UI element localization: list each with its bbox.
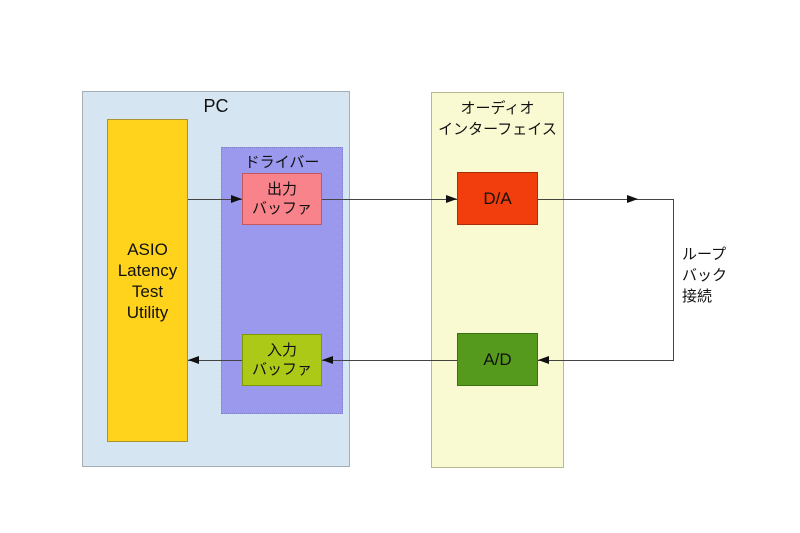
input-buffer-label-line1: 入力: [266, 342, 297, 359]
connector-input-buffer-to-asio: [188, 360, 242, 361]
pc-label: PC: [203, 96, 229, 116]
ad-converter-box: A/D: [457, 333, 538, 386]
connector-da-to-loopback: [538, 199, 674, 200]
connector-loopback-to-ad: [538, 360, 674, 361]
connector-loopback-vertical: [673, 199, 674, 360]
asio-utility-label-line1: ASIO: [127, 239, 168, 259]
output-buffer-label-line2: バッファ: [251, 200, 312, 217]
loopback-label: ループ バック 接続: [682, 244, 727, 307]
asio-utility-label-line3: Test: [131, 281, 164, 301]
loopback-label-line1: ループ: [682, 246, 727, 263]
arrowhead-loopback-out-icon: [627, 195, 638, 203]
audio-interface-label: オーディオ インターフェイス: [432, 98, 563, 140]
driver-label: ドライバー: [244, 154, 320, 171]
ad-converter-label: A/D: [483, 349, 512, 369]
input-buffer-label-line2: バッファ: [251, 361, 312, 378]
input-buffer-box: 入力 バッファ: [242, 334, 322, 386]
arrowhead-into-ad-icon: [538, 356, 549, 364]
asio-utility-label-line2: Latency: [117, 260, 178, 280]
output-buffer-box: 出力 バッファ: [242, 173, 322, 225]
output-buffer-label-line1: 出力: [266, 181, 297, 198]
arrowhead-into-input-buffer-icon: [322, 356, 333, 364]
da-converter-label: D/A: [483, 188, 512, 208]
audio-interface-box: オーディオ インターフェイス: [431, 92, 564, 468]
loopback-label-line2: バック: [682, 267, 728, 284]
audio-interface-label-line2: インターフェイス: [438, 121, 557, 138]
asio-utility-box: ASIO Latency Test Utility: [107, 119, 188, 442]
connector-asio-to-output-buffer: [188, 199, 242, 200]
connector-ad-to-input-buffer: [322, 360, 457, 361]
da-converter-box: D/A: [457, 172, 538, 225]
asio-utility-label-line4: Utility: [126, 302, 169, 322]
arrowhead-into-output-buffer-icon: [231, 195, 242, 203]
arrowhead-into-asio-icon: [188, 356, 199, 364]
arrowhead-into-da-icon: [446, 195, 457, 203]
audio-interface-label-line1: オーディオ: [460, 100, 535, 117]
connector-output-buffer-to-da: [322, 199, 457, 200]
loopback-label-line3: 接続: [682, 288, 713, 305]
